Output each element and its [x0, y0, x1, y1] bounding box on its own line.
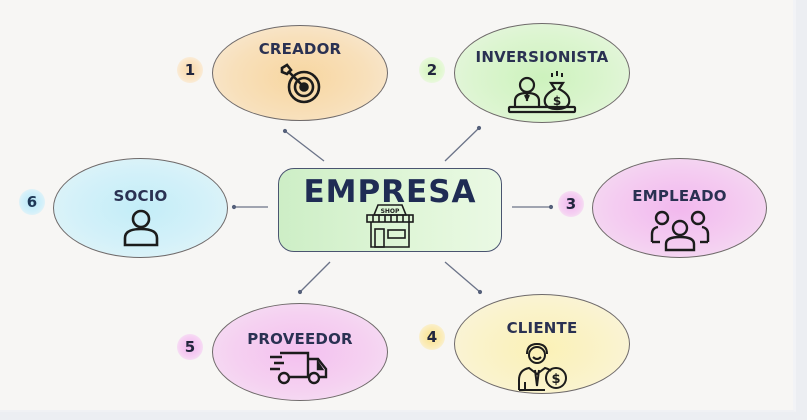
- node-proveedor: PROVEEDOR: [212, 303, 388, 401]
- badge-1: 1: [177, 57, 203, 83]
- svg-text:$: $: [551, 372, 560, 387]
- badge-2: 2: [419, 57, 445, 83]
- target-icon: [278, 61, 322, 109]
- node-label: CLIENTE: [506, 319, 578, 337]
- arrow-to-creador: [282, 128, 325, 162]
- empresa-node: EMPRESA SHOP: [278, 168, 502, 252]
- badge-number: 5: [184, 338, 196, 356]
- node-label: CREADOR: [258, 40, 342, 58]
- node-socio: SOCIO: [53, 158, 228, 258]
- badge-4: 4: [419, 324, 445, 350]
- group-people-icon: [642, 208, 718, 256]
- badge-number: 6: [26, 193, 38, 211]
- shop-icon: SHOP: [364, 201, 416, 253]
- badge-5: 5: [177, 334, 203, 360]
- badge-3: 3: [558, 191, 584, 217]
- svg-text:$: $: [553, 94, 561, 108]
- badge-6: 6: [19, 189, 45, 215]
- node-label: SOCIO: [113, 187, 168, 205]
- diagram-canvas: EMPRESA SHOP 1 CREADOR: [0, 0, 796, 412]
- arrow-to-cliente: [444, 261, 483, 295]
- node-creador: CREADOR: [212, 25, 388, 121]
- node-cliente: CLIENTE $: [454, 294, 630, 394]
- badge-number: 4: [426, 328, 438, 346]
- node-empleado: EMPLEADO: [592, 158, 767, 258]
- delivery-truck-icon: [268, 351, 332, 389]
- customer-dollar-icon: $: [515, 340, 569, 396]
- connector-arrows: [231, 125, 554, 295]
- person-icon: [119, 208, 163, 252]
- badge-number: 1: [184, 61, 196, 79]
- investor-money-bag-icon: $: [505, 69, 579, 119]
- badge-number: 2: [426, 61, 438, 79]
- arrow-to-inversionista: [444, 125, 482, 162]
- empresa-title: EMPRESA: [303, 174, 477, 210]
- node-label: EMPLEADO: [632, 187, 727, 205]
- badge-number: 3: [565, 195, 577, 213]
- node-inversionista: INVERSIONISTA $: [454, 23, 630, 123]
- shop-icon-text: SHOP: [381, 208, 400, 215]
- node-label: INVERSIONISTA: [475, 48, 609, 66]
- node-label: PROVEEDOR: [247, 330, 353, 348]
- arrow-to-proveedor: [297, 261, 331, 295]
